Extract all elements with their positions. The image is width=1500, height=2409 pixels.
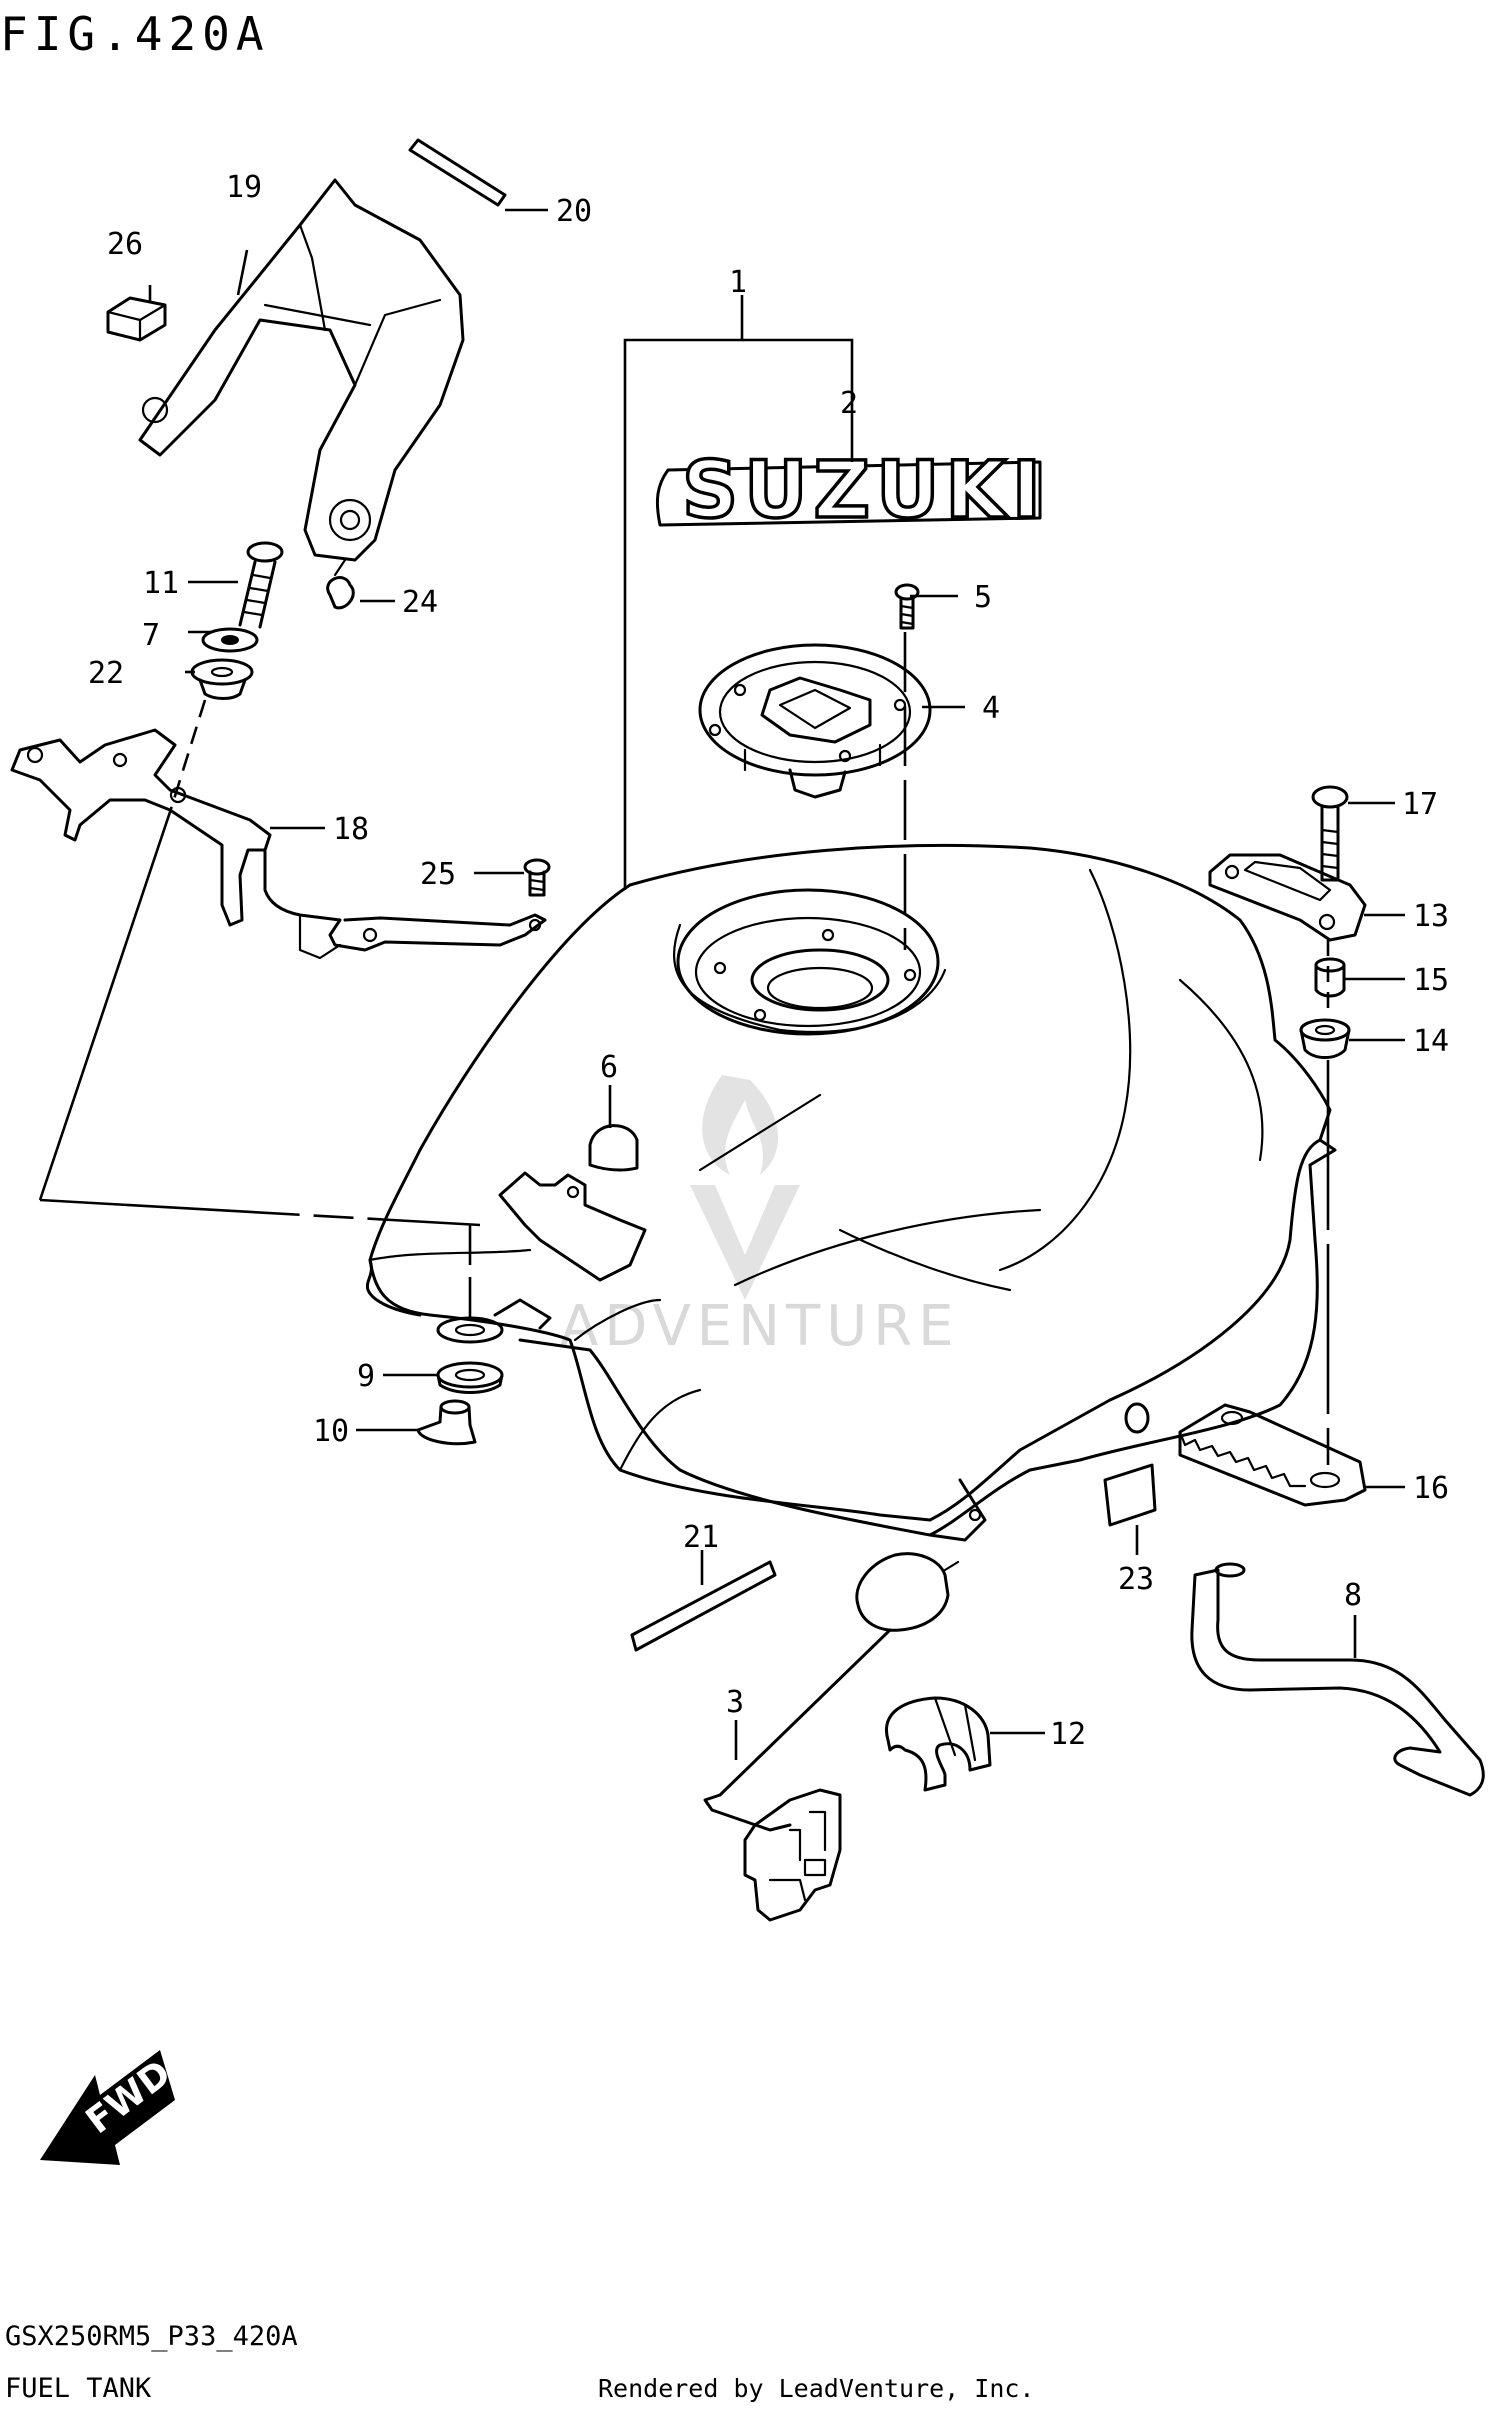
render-credit: Rendered by LeadVenture, Inc.	[598, 2374, 1035, 2403]
part-24-clip[interactable]	[326, 558, 355, 610]
callout-12[interactable]: 12	[1050, 1717, 1086, 1752]
callout-labels: 1 2 3 4 5 6 7 8 9 10 11 12 13 14 15 16 1…	[88, 170, 1449, 1752]
part-12-hose-clamp[interactable]	[885, 1696, 992, 1792]
watermark-logo	[690, 1075, 800, 1300]
callout-9[interactable]: 9	[357, 1359, 375, 1394]
tank-mount-rubber[interactable]	[436, 1298, 552, 1344]
part-17-bolt[interactable]	[1311, 785, 1349, 882]
callout-19[interactable]: 19	[226, 170, 262, 205]
callout-15[interactable]: 15	[1413, 963, 1449, 998]
callout-2[interactable]: 2	[840, 386, 858, 421]
part-20-tape-strip[interactable]	[408, 138, 507, 207]
part-19-tank-cover[interactable]	[138, 178, 465, 562]
part-10-damper[interactable]	[416, 1399, 477, 1446]
part-2-suzuki-emblem[interactable]: SUZUKI	[655, 444, 1047, 538]
part-7-washer[interactable]	[201, 627, 259, 653]
tank-cushion-pad[interactable]	[498, 1171, 647, 1282]
part-25-screw[interactable]	[523, 858, 551, 897]
forward-direction-arrow: FWD	[40, 2050, 179, 2165]
callout-26[interactable]: 26	[107, 227, 143, 262]
callout-7[interactable]: 7	[142, 618, 160, 653]
callout-14[interactable]: 14	[1413, 1024, 1449, 1059]
callout-6[interactable]: 6	[600, 1050, 618, 1085]
part-6-cap[interactable]	[588, 1124, 639, 1172]
part-15-collar[interactable]	[1314, 957, 1346, 998]
watermark-text: ADVENTURE	[560, 1294, 960, 1359]
callout-16[interactable]: 16	[1413, 1471, 1449, 1506]
callout-17[interactable]: 17	[1402, 787, 1438, 822]
callout-10[interactable]: 10	[313, 1414, 349, 1449]
callout-1[interactable]: 1	[729, 265, 747, 300]
callout-8[interactable]: 8	[1344, 1578, 1362, 1613]
section-name: FUEL TANK	[5, 2373, 152, 2404]
part-9-cushion-ring[interactable]	[436, 1361, 504, 1394]
part-16-cushion-rail[interactable]	[1178, 1403, 1367, 1507]
model-code: GSX250RM5_P33_420A	[5, 2321, 298, 2352]
part-22-grommet[interactable]	[190, 658, 254, 700]
part-18-bracket[interactable]	[10, 728, 547, 960]
callout-23[interactable]: 23	[1118, 1562, 1154, 1597]
callout-21[interactable]: 21	[683, 1520, 719, 1555]
suzuki-emblem-text: SUZUKI	[682, 446, 1047, 536]
figure-title: FIG.420A	[0, 7, 270, 61]
part-5-screw[interactable]	[894, 583, 920, 630]
callout-25[interactable]: 25	[420, 857, 456, 892]
part-14-damper[interactable]	[1299, 1018, 1351, 1059]
part-1-fuel-tank[interactable]	[365, 843, 1337, 1542]
callout-4[interactable]: 4	[982, 691, 1000, 726]
part-11-bolt[interactable]	[238, 541, 284, 629]
callout-11[interactable]: 11	[143, 566, 179, 601]
callout-20[interactable]: 20	[556, 194, 592, 229]
part-8-drain-hose[interactable]	[1190, 1562, 1485, 1797]
leader-lines	[38, 208, 1405, 1760]
part-4-fuel-cap[interactable]	[698, 643, 932, 799]
part-3-fuel-level-gauge[interactable]	[703, 1552, 960, 1922]
callout-18[interactable]: 18	[333, 812, 369, 847]
callout-24[interactable]: 24	[402, 585, 438, 620]
callout-22[interactable]: 22	[88, 656, 124, 691]
part-21-strip[interactable]	[630, 1560, 777, 1652]
callout-5[interactable]: 5	[974, 580, 992, 615]
part-26-cushion-block[interactable]	[106, 296, 167, 342]
part-23-pad[interactable]	[1103, 1463, 1157, 1527]
callout-3[interactable]: 3	[726, 1685, 744, 1720]
callout-13[interactable]: 13	[1413, 899, 1449, 934]
part-13-bracket-plate[interactable]	[1208, 853, 1367, 942]
